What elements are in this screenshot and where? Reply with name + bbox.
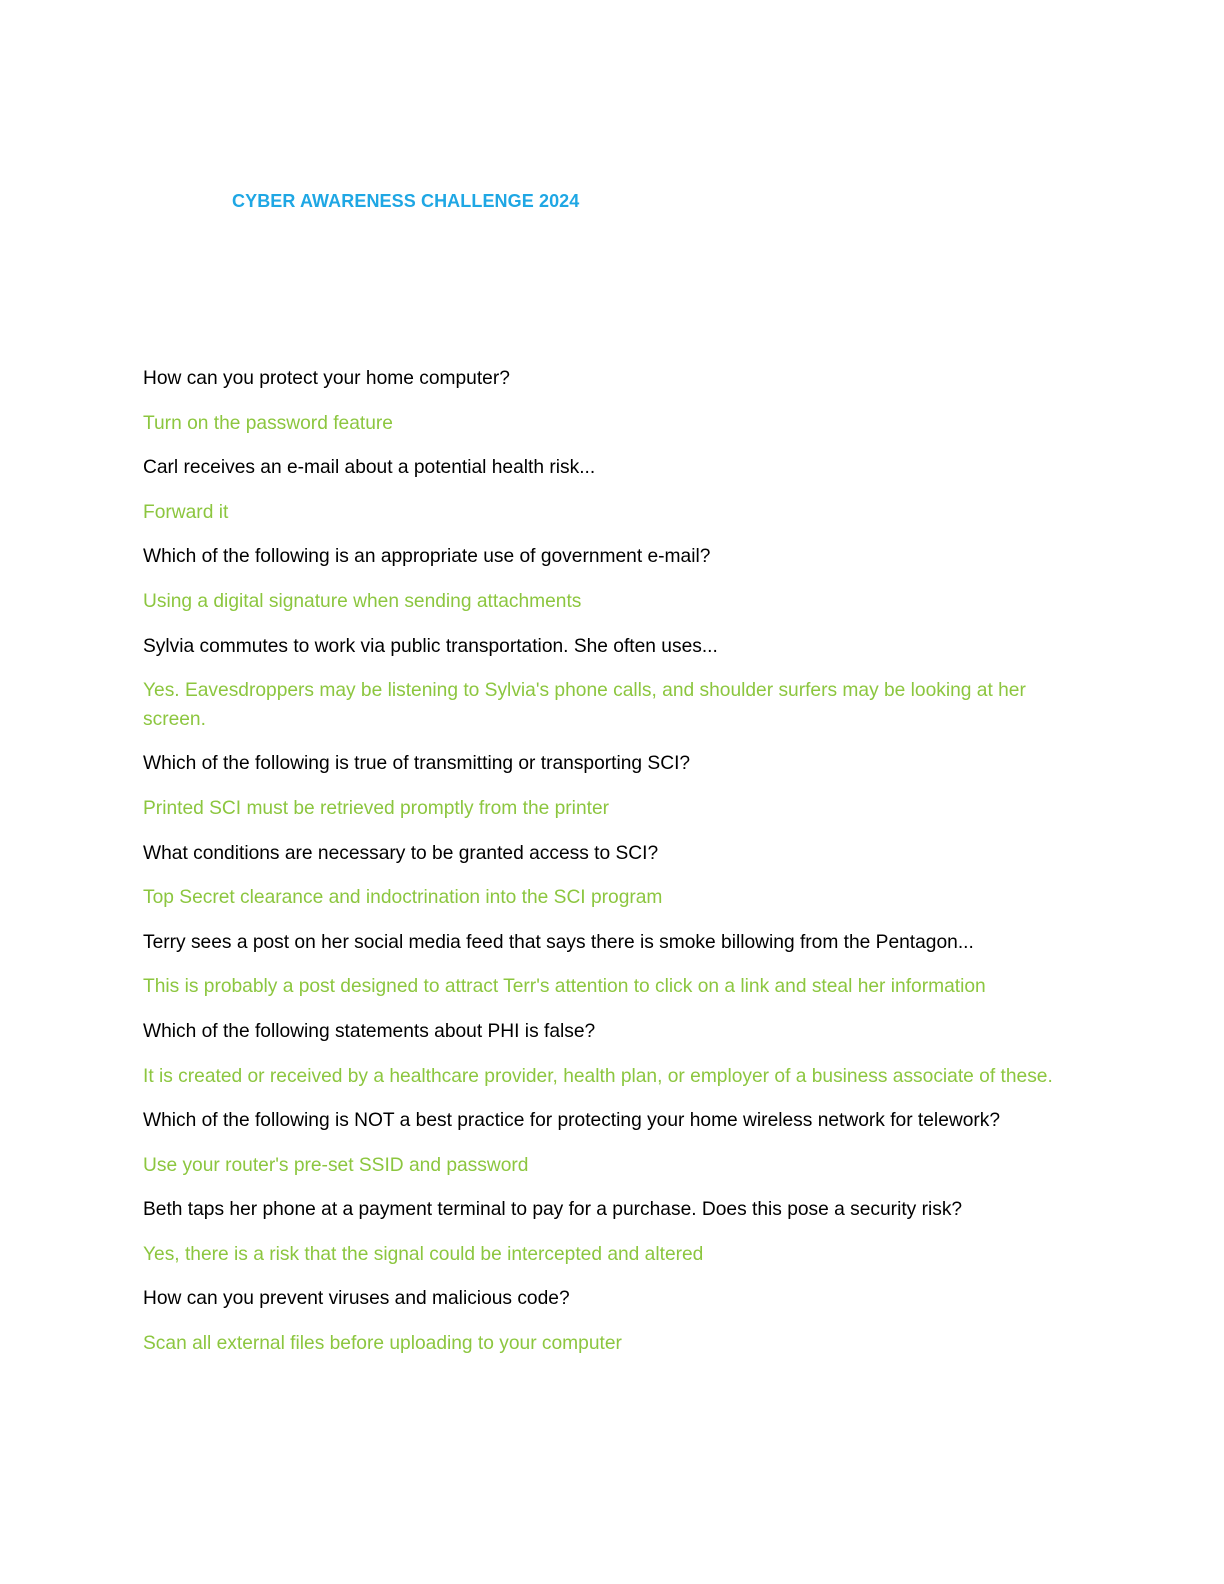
question-text: How can you prevent viruses and maliciou… — [143, 1288, 570, 1310]
answer-text: Yes. Eavesdroppers may be listening to S… — [143, 680, 1026, 730]
question-text: Sylvia commutes to work via public trans… — [143, 635, 718, 657]
answer-text: Turn on the password feature — [143, 412, 393, 434]
question-text: Which of the following is NOT a best pra… — [143, 1110, 1001, 1132]
answer-text: Forward it — [143, 501, 229, 523]
qa-item: Sylvia commutes to work via public trans… — [143, 633, 1073, 735]
qa-item: Which of the following is true of transm… — [143, 750, 1073, 823]
question-text: Which of the following is true of transm… — [143, 753, 691, 775]
qa-item: Carl receives an e-mail about a potentia… — [143, 454, 1073, 527]
answer-text: Use your router's pre-set SSID and passw… — [143, 1154, 529, 1176]
qa-item: Beth taps her phone at a payment termina… — [143, 1196, 1073, 1269]
answer-text: Printed SCI must be retrieved promptly f… — [143, 797, 610, 819]
question-text: Which of the following is an appropriate… — [143, 546, 711, 568]
answer-text: Using a digital signature when sending a… — [143, 590, 582, 612]
question-text: Which of the following statements about … — [143, 1020, 596, 1042]
qa-list: How can you protect your home computer? … — [143, 365, 1073, 1375]
question-text: Terry sees a post on her social media fe… — [143, 931, 974, 953]
question-text: Carl receives an e-mail about a potentia… — [143, 457, 596, 479]
answer-text: Scan all external files before uploading… — [143, 1333, 622, 1355]
question-text: Beth taps her phone at a payment termina… — [143, 1199, 963, 1221]
qa-item: Which of the following is NOT a best pra… — [143, 1107, 1073, 1180]
answer-text: Top Secret clearance and indoctrination … — [143, 887, 663, 909]
qa-item: Terry sees a post on her social media fe… — [143, 929, 1073, 1002]
qa-item: Which of the following is an appropriate… — [143, 543, 1073, 616]
question-text: What conditions are necessary to be gran… — [143, 842, 659, 864]
answer-text: This is probably a post designed to attr… — [143, 976, 986, 998]
question-text: How can you protect your home computer? — [143, 368, 510, 389]
qa-item: Which of the following statements about … — [143, 1018, 1073, 1091]
document-title: CYBER AWARENESS CHALLENGE 2024 — [232, 191, 580, 211]
qa-item: What conditions are necessary to be gran… — [143, 840, 1073, 913]
answer-text: Yes, there is a risk that the signal cou… — [143, 1243, 704, 1265]
answer-text: It is created or received by a healthcar… — [143, 1065, 1053, 1087]
qa-item: How can you protect your home computer? … — [143, 365, 1073, 438]
qa-item: How can you prevent viruses and maliciou… — [143, 1285, 1073, 1358]
